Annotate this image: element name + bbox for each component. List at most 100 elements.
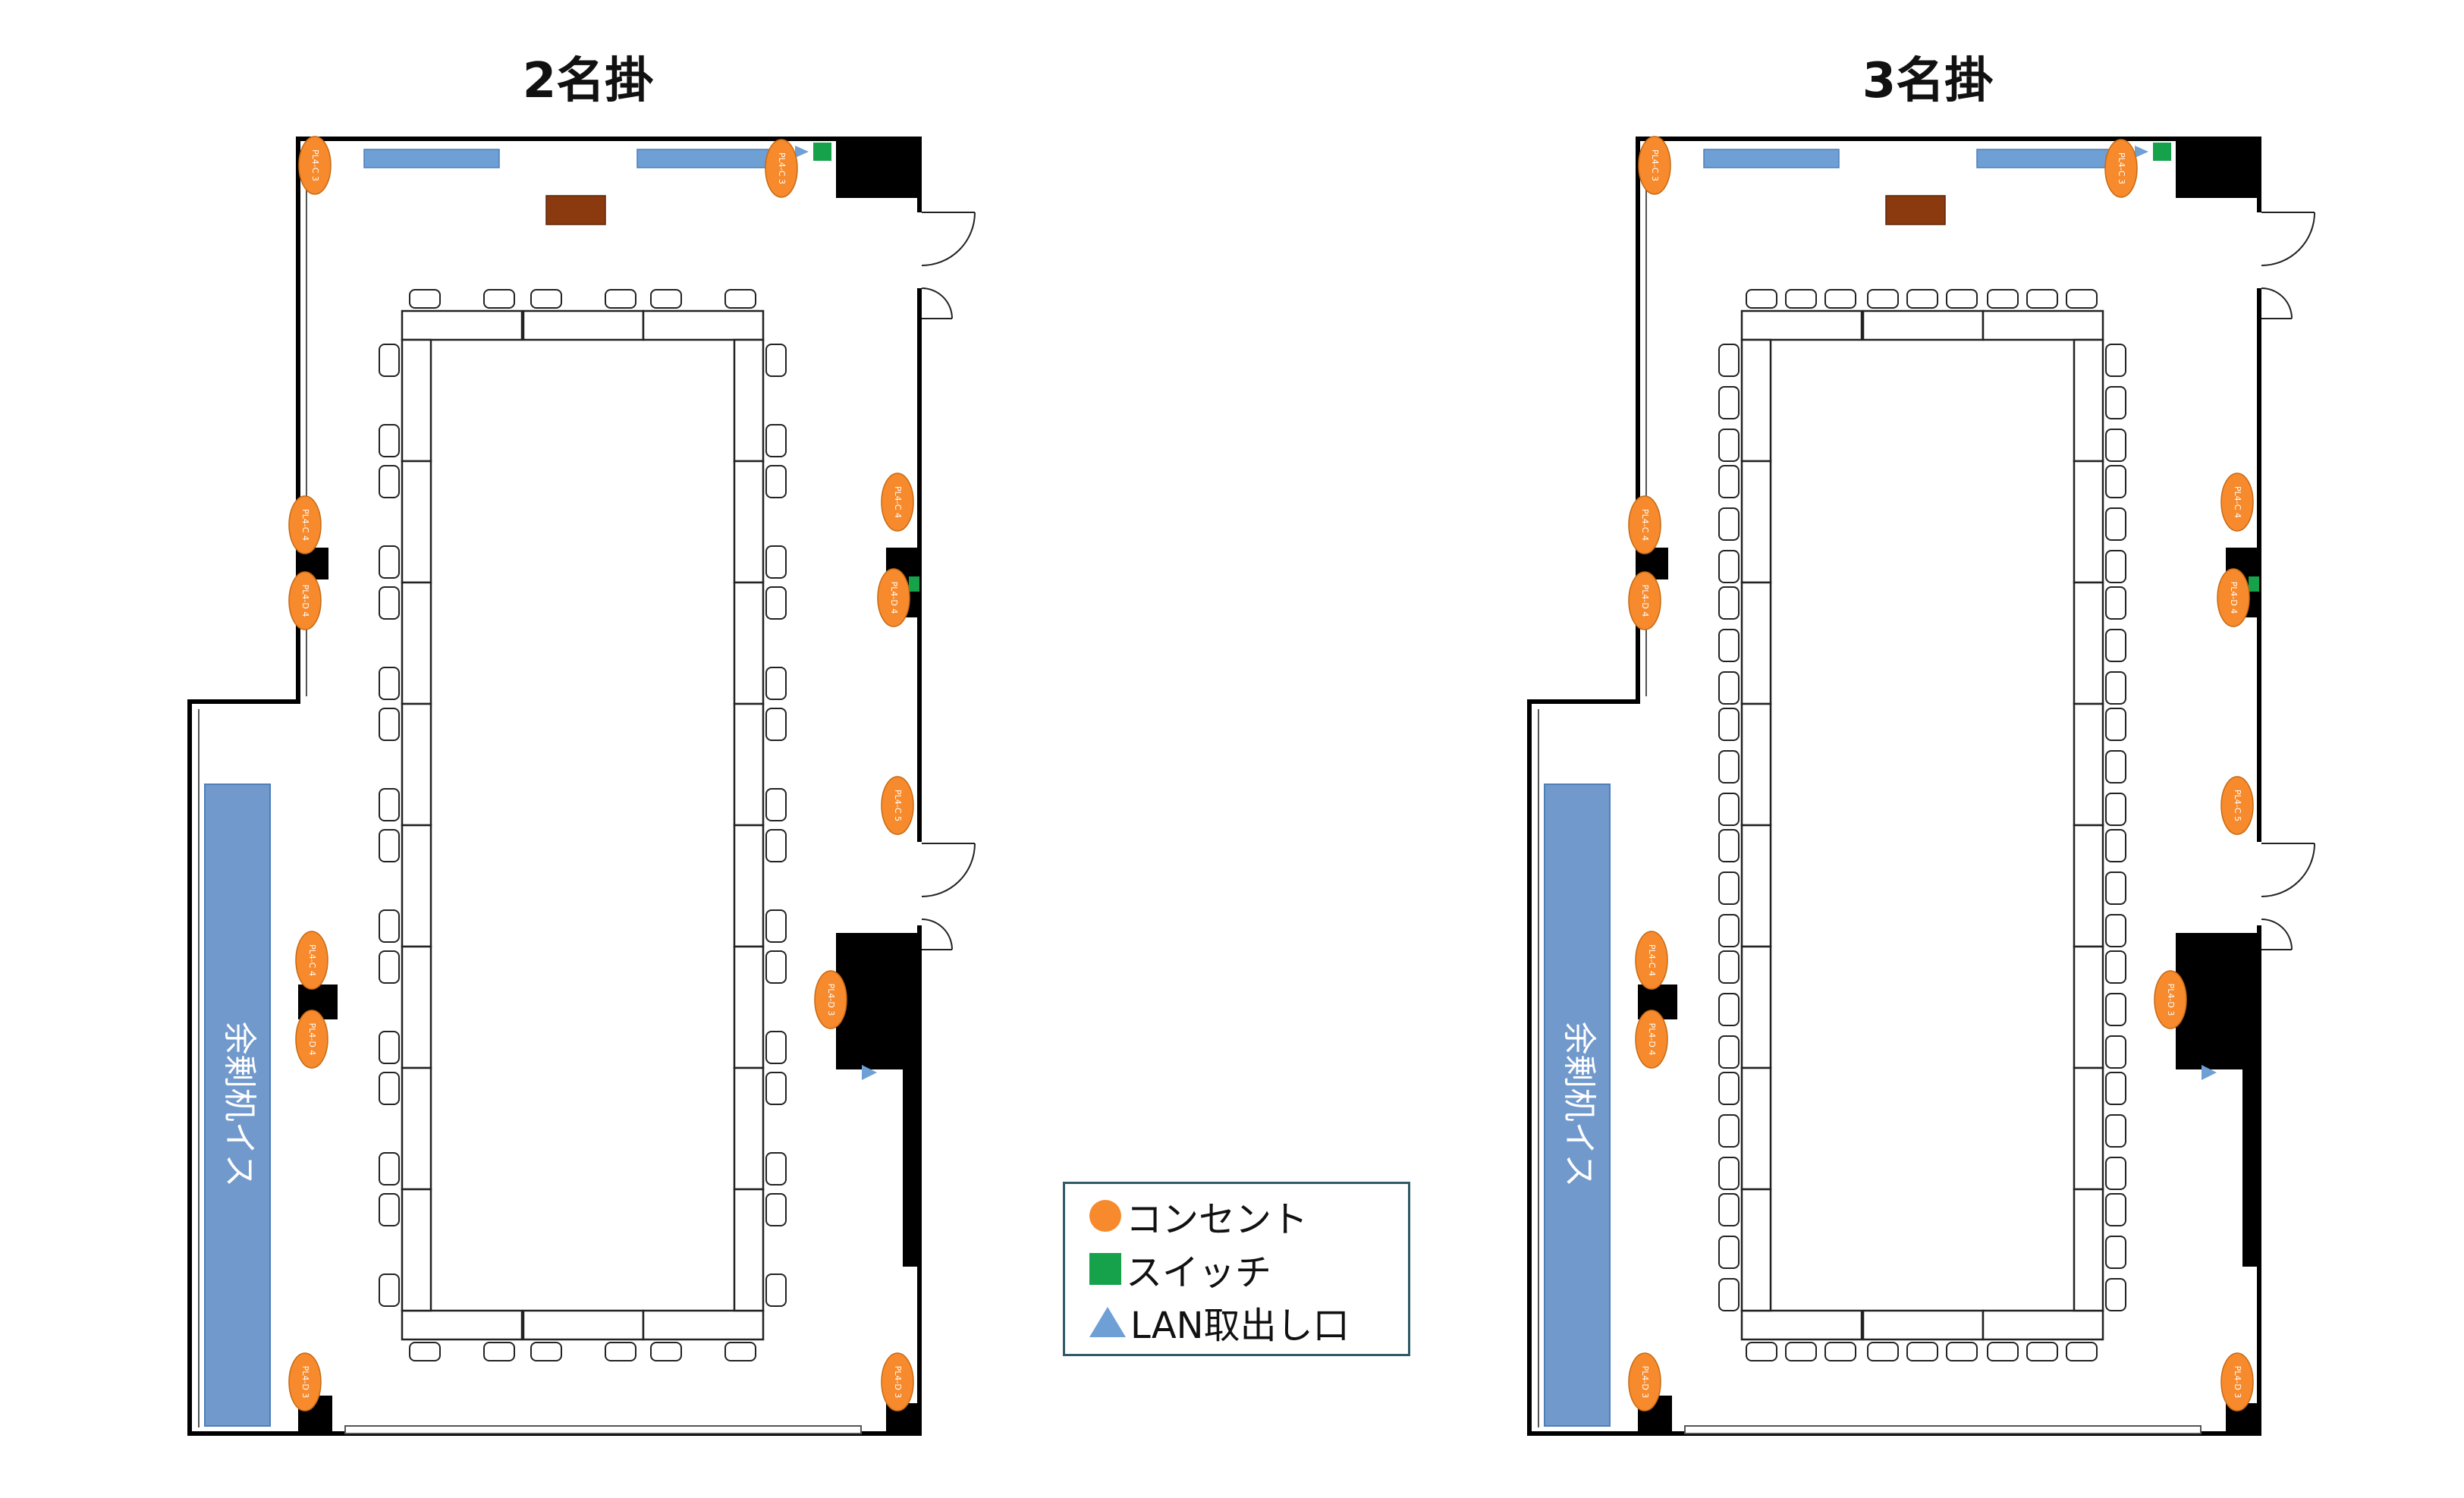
outlet-label: PL4-D 3 xyxy=(826,984,836,1016)
chair xyxy=(2105,1035,2126,1069)
table xyxy=(1740,702,1772,827)
pillar xyxy=(836,139,919,198)
outlet-marker xyxy=(1635,1010,1668,1069)
outlet-marker xyxy=(288,571,322,630)
spare-area-label: 余剰机イス xyxy=(1560,1022,1598,1188)
chair xyxy=(2105,1157,2126,1190)
table xyxy=(401,1188,432,1312)
chair xyxy=(765,708,787,741)
chair xyxy=(765,909,787,943)
outlet: PL4-D 3 xyxy=(2220,1352,2254,1412)
outlet-label: PL4-C 5 xyxy=(2233,790,2242,821)
table xyxy=(1740,945,1772,1069)
chair xyxy=(1718,629,1740,662)
outlet: PL4-C 3 xyxy=(1638,136,1671,195)
lan-port xyxy=(2135,146,2148,158)
table xyxy=(2073,945,2104,1069)
chair xyxy=(765,1273,787,1307)
outlet-marker xyxy=(2220,1352,2254,1412)
table xyxy=(1740,309,1863,341)
chair xyxy=(1785,1342,1817,1361)
chair xyxy=(1718,344,1740,377)
chair xyxy=(1718,871,1740,905)
outlet-marker xyxy=(881,473,914,532)
outlet: PL4-C 4 xyxy=(1628,495,1661,554)
table xyxy=(1740,581,1772,705)
table xyxy=(2073,338,2104,463)
spare-furniture-area xyxy=(204,784,271,1427)
chair xyxy=(2105,1114,2126,1148)
table xyxy=(642,1309,765,1341)
chair xyxy=(2105,750,2126,784)
chair xyxy=(605,1342,636,1361)
table xyxy=(401,338,432,463)
chair xyxy=(2066,289,2098,309)
chair xyxy=(650,1342,682,1361)
chair xyxy=(1718,1072,1740,1105)
outlet-marker xyxy=(881,776,914,835)
chair xyxy=(2105,671,2126,705)
chair xyxy=(1718,1035,1740,1069)
counter xyxy=(1976,149,2113,168)
lan-port xyxy=(795,146,809,158)
chair xyxy=(765,829,787,862)
chair xyxy=(2105,507,2126,541)
chair xyxy=(1718,386,1740,419)
table xyxy=(642,309,765,341)
chair xyxy=(2105,550,2126,583)
chair xyxy=(1867,289,1899,309)
outlet-marker xyxy=(288,1352,322,1412)
chair xyxy=(379,1031,400,1064)
chair xyxy=(765,1193,787,1226)
chair xyxy=(1906,289,1938,309)
chair xyxy=(765,344,787,377)
chair xyxy=(2105,708,2126,741)
chair xyxy=(2105,465,2126,498)
chair xyxy=(650,289,682,309)
outlet: PL4-C 4 xyxy=(288,495,322,554)
outlet: PL4-D 3 xyxy=(1628,1352,1661,1412)
window xyxy=(1684,1425,2202,1434)
table xyxy=(1862,1309,1985,1341)
outlet-marker xyxy=(1638,136,1671,195)
chair xyxy=(379,667,400,700)
table xyxy=(1740,824,1772,948)
door-arc xyxy=(921,212,976,266)
outlet: PL4-C 5 xyxy=(881,776,914,835)
legend-box: コンセント スイッチ LAN取出し口 xyxy=(1063,1182,1410,1356)
chair xyxy=(765,950,787,984)
outlet-marker xyxy=(2220,776,2254,835)
chair xyxy=(2105,429,2126,462)
door-gap xyxy=(916,842,925,925)
chair xyxy=(1718,829,1740,862)
chair xyxy=(379,424,400,457)
door-gap xyxy=(2255,842,2264,925)
chair xyxy=(379,1193,400,1226)
switch xyxy=(2153,143,2171,161)
chair xyxy=(1746,1342,1777,1361)
chair xyxy=(1718,550,1740,583)
chair xyxy=(2066,1342,2098,1361)
table xyxy=(1862,309,1985,341)
table xyxy=(2073,1066,2104,1191)
chair xyxy=(765,667,787,700)
table xyxy=(733,824,765,948)
outlet-marker xyxy=(814,970,847,1029)
chair xyxy=(724,289,756,309)
chair xyxy=(2105,344,2126,377)
spare-furniture-area xyxy=(1544,784,1611,1427)
chair xyxy=(1718,429,1740,462)
chair xyxy=(1718,950,1740,984)
chair xyxy=(1785,289,1817,309)
chair xyxy=(765,1152,787,1186)
chair xyxy=(1718,1193,1740,1226)
chair xyxy=(2105,1278,2126,1311)
chair xyxy=(1718,993,1740,1026)
outlet-marker xyxy=(288,495,322,554)
chair xyxy=(1718,793,1740,826)
plan-title-right: 3名掛 xyxy=(1862,53,1994,109)
legend-switch: スイッチ xyxy=(1089,1246,1271,1294)
chair xyxy=(724,1342,756,1361)
lan-port-icon xyxy=(1089,1307,1126,1337)
